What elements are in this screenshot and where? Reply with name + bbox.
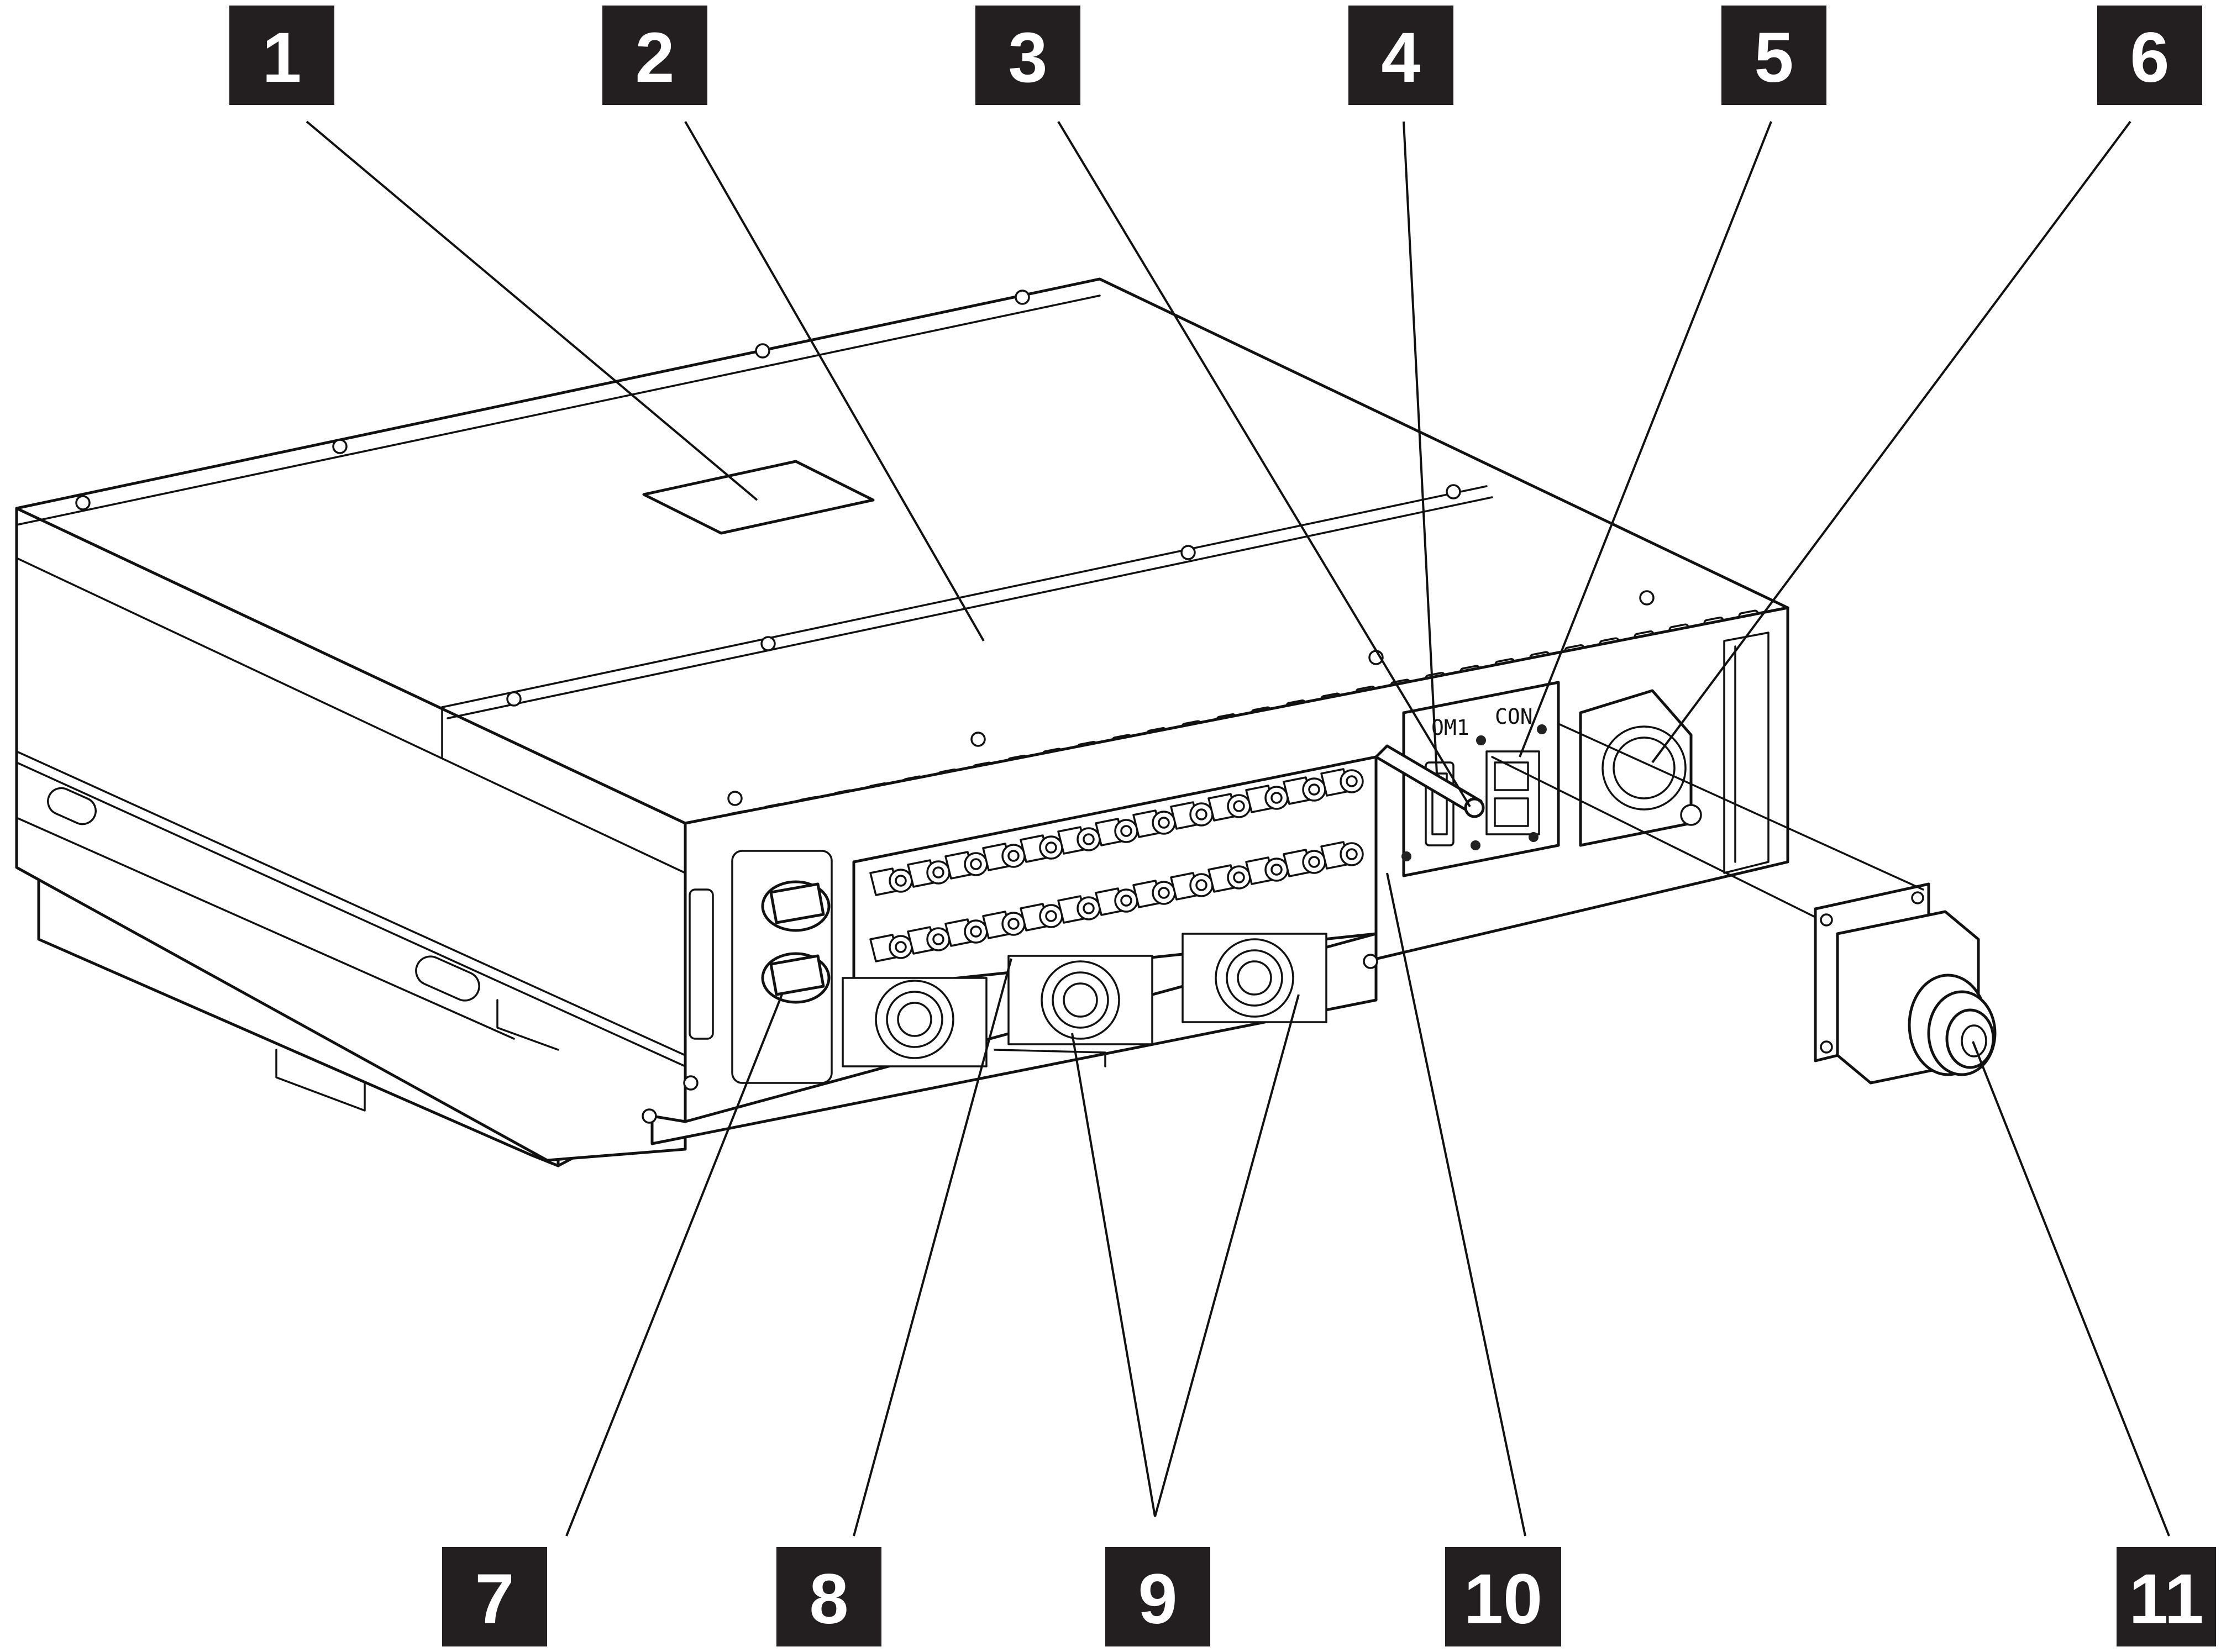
callout-8: 8 — [776, 1547, 881, 1646]
dc-connector-panel — [852, 755, 1378, 991]
dc-connector — [869, 867, 913, 896]
callout-6-label: 6 — [2130, 18, 2169, 97]
callout-5: 5 — [1721, 6, 1826, 105]
callout-7: 7 — [442, 1547, 547, 1646]
dc-connector — [982, 911, 1026, 939]
communication-area: OM1 CON — [1401, 681, 1560, 877]
callout-11-label: 11 — [2129, 1560, 2203, 1639]
dc-connector — [1132, 880, 1176, 908]
com1-label: OM1 — [1431, 715, 1469, 740]
dc-connector — [1020, 903, 1063, 932]
dc-connector — [1207, 864, 1251, 893]
dc-connector — [1095, 887, 1138, 916]
dc-connector — [1170, 872, 1214, 901]
dc-connector — [1207, 793, 1251, 822]
com2-label: CON — [1495, 704, 1533, 729]
callout-3: 3 — [975, 6, 1080, 105]
fan-left — [842, 977, 988, 1067]
dc-connector — [907, 926, 951, 955]
dc-switch-assembly — [731, 850, 833, 1084]
callout-1: 1 — [229, 6, 334, 105]
callout-9: 9 — [1105, 1547, 1210, 1646]
fan-right — [1182, 933, 1327, 1023]
dc-connector — [1020, 834, 1063, 863]
lid-screws — [75, 290, 1655, 806]
antenna — [1374, 744, 1485, 818]
callout-3-label: 3 — [1008, 18, 1047, 97]
dc-connector — [1283, 776, 1326, 805]
ac-plug — [1814, 882, 1997, 1085]
dc-connector — [1320, 768, 1364, 797]
dc-connector — [1245, 785, 1289, 813]
callout-1-label: 1 — [262, 18, 301, 97]
callout-2: 2 — [602, 6, 707, 105]
callout-8-label: 8 — [809, 1560, 848, 1639]
dc-switch-top — [761, 880, 831, 932]
dc-connector — [1320, 841, 1364, 870]
ac-connection-opening — [1579, 689, 1702, 847]
dc-connector — [907, 859, 951, 888]
callout-10-label: 10 — [1464, 1560, 1542, 1639]
callout-badges: 1 2 3 4 5 6 7 8 — [229, 6, 2216, 1646]
dc-connector — [982, 843, 1026, 871]
dc-connector — [1057, 826, 1101, 855]
callout-2-label: 2 — [635, 18, 674, 97]
callout-10: 10 — [1445, 1547, 1561, 1646]
dc-connector — [1283, 849, 1326, 877]
dc-connector — [1170, 801, 1214, 830]
dc-connector — [1095, 818, 1138, 846]
dc-connector — [944, 851, 988, 880]
dc-connectors — [869, 768, 1364, 962]
dc-connector — [944, 918, 988, 947]
callout-11: 11 — [2117, 1547, 2216, 1646]
callout-9-label: 9 — [1138, 1560, 1177, 1639]
callout-4: 4 — [1348, 6, 1453, 105]
callout-7-label: 7 — [475, 1560, 514, 1639]
callout-6: 6 — [2097, 6, 2202, 105]
dc-connector — [1057, 895, 1101, 924]
fan-section — [642, 932, 1378, 1145]
callout-5-label: 5 — [1754, 18, 1793, 97]
callout-4-label: 4 — [1381, 18, 1420, 97]
dc-connector — [869, 934, 913, 962]
dc-switch-bottom — [761, 952, 831, 1004]
dc-connector — [1245, 856, 1289, 885]
leader-lines — [306, 120, 2170, 1537]
dc-connector — [1132, 809, 1176, 838]
fan-middle — [1007, 955, 1153, 1045]
